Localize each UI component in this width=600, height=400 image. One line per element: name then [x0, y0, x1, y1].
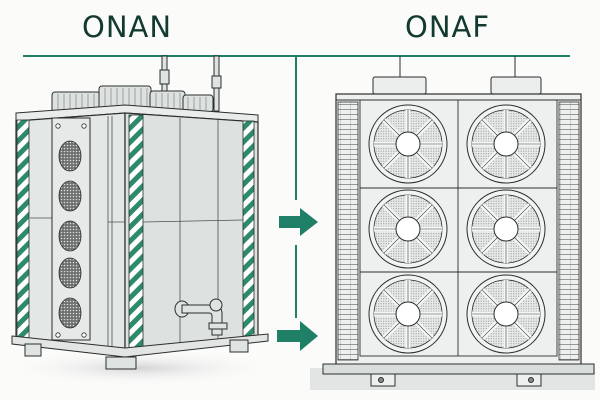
- radiator-fins-right: [558, 101, 580, 361]
- base-feet: [24, 339, 249, 370]
- tank-base: [11, 333, 269, 358]
- arrow-right-icon: [279, 208, 318, 236]
- vent-icon: [58, 297, 82, 329]
- arrow-lower: [277, 321, 318, 351]
- fan-icon: [368, 189, 448, 269]
- onaf-title: ONAF: [405, 10, 491, 44]
- tank-right-face: [124, 112, 259, 353]
- vent-icon: [58, 180, 82, 212]
- top-fan-housings: [372, 56, 542, 95]
- drain-valve-icon: [174, 298, 228, 336]
- connector-lines: [23, 55, 570, 318]
- fan-icon: [368, 274, 448, 354]
- radiator-fins-left: [337, 101, 359, 361]
- onan-title: ONAN: [82, 10, 173, 44]
- hazard-stripe: [128, 114, 144, 351]
- base-feet: [370, 373, 542, 387]
- onan-transformer: [0, 55, 280, 386]
- vent-icon: [58, 140, 82, 172]
- arrow-upper: [279, 208, 318, 236]
- fan-icon: [466, 189, 546, 269]
- vent-icon: [58, 220, 82, 252]
- ground-shadow: [0, 350, 280, 386]
- onaf-transformer: [310, 56, 595, 390]
- arrow-right-icon: [277, 321, 318, 351]
- vent-icon: [58, 257, 82, 289]
- fan-icon: [368, 104, 448, 184]
- onaf-base: [322, 363, 595, 375]
- fan-icon: [466, 274, 546, 354]
- hazard-stripe: [16, 119, 30, 341]
- fan-icon: [466, 104, 546, 184]
- pipe-icon: [159, 55, 222, 112]
- fan-grid: [368, 104, 546, 354]
- louver-vents: [58, 140, 82, 329]
- hazard-stripe: [242, 120, 255, 337]
